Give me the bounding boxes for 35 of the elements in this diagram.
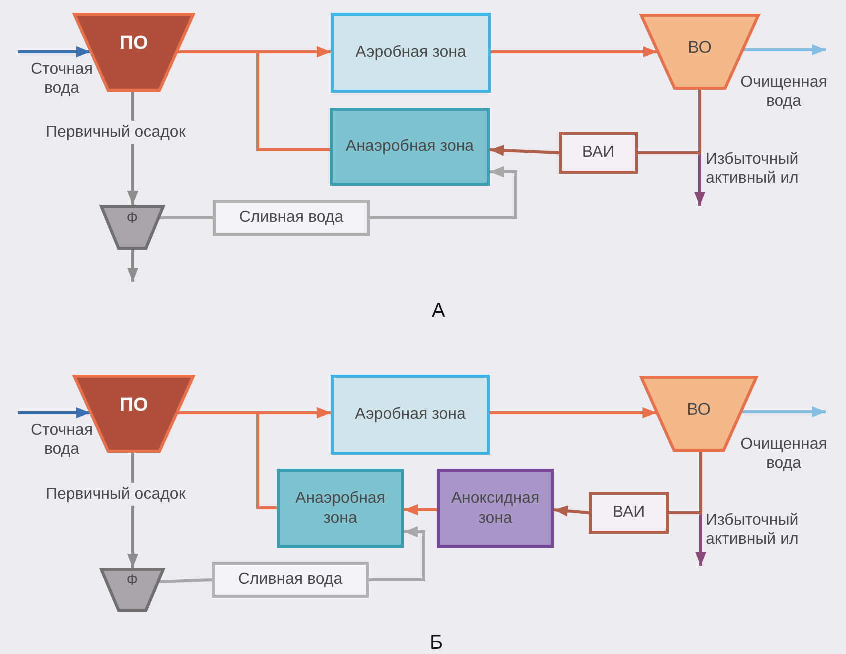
edge-label: Очищенная вода — [740, 73, 828, 112]
flow-arrow — [256, 46, 331, 152]
panel-letter: Б — [430, 632, 444, 654]
flow-arrow — [18, 407, 90, 419]
drain-water-box: Сливная вода — [213, 200, 370, 236]
flow-arrow — [404, 504, 437, 516]
return-sludge-box: ВАИ — [559, 132, 638, 174]
flow-arrow — [18, 46, 90, 58]
edge-label: Первичный осадок — [46, 483, 186, 506]
panel-letter: А — [432, 300, 446, 323]
anoxic-zone-box: Аноксидная зона — [437, 469, 554, 548]
edge-label: Избыточный активный ил — [706, 511, 800, 550]
flow-arrow — [369, 526, 426, 582]
edge-label: Избыточный активный ил — [706, 150, 800, 188]
filter-tank: Ф — [100, 568, 165, 612]
edge-label: Первичный осадок — [46, 121, 186, 144]
flow-arrow — [127, 250, 139, 282]
aerobic-zone-box: Аэробная зона — [331, 13, 491, 93]
flow-arrow — [256, 407, 331, 510]
anaerobic-zone-box: Анаэробная зона — [330, 108, 490, 186]
filter-tank: Ф — [100, 205, 165, 250]
flow-arrow — [554, 506, 590, 517]
flow-arrow — [742, 406, 826, 418]
flow-arrow — [370, 166, 518, 220]
flow-arrow — [491, 46, 658, 58]
aerobic-zone-box: Аэробная зона — [331, 375, 490, 455]
flow-arrow — [744, 44, 826, 56]
flow-arrow — [490, 145, 560, 156]
edge-label: Очищенная вода — [740, 435, 828, 474]
edge-label: Сточная вода — [30, 60, 94, 98]
return-sludge-box: ВАИ — [589, 492, 669, 534]
flow-arrow — [490, 407, 657, 419]
anaerobic-zone-box: Анаэробная зона — [277, 469, 404, 548]
drain-water-box: Сливная вода — [212, 562, 369, 598]
edge-label: Сточная вода — [30, 421, 94, 460]
